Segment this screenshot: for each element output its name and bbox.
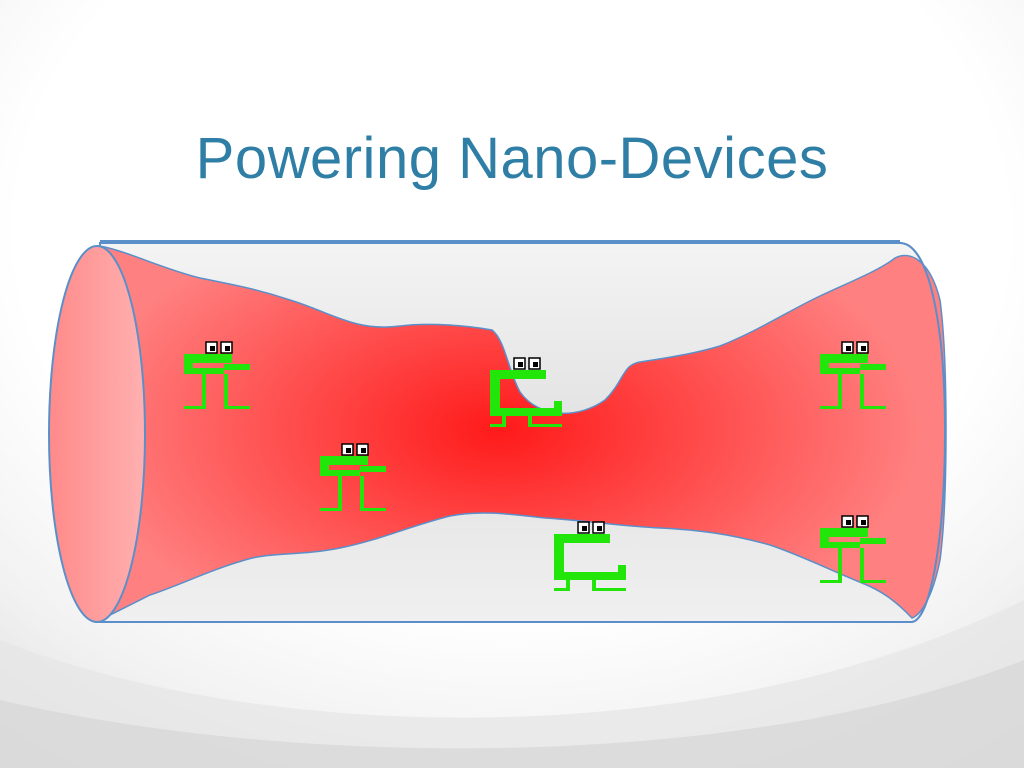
- slide-title: Powering Nano-Devices: [195, 125, 829, 191]
- vessel-opening: [48, 245, 146, 623]
- vessel-right-edge: [899, 242, 947, 623]
- blood-flow: [99, 245, 947, 622]
